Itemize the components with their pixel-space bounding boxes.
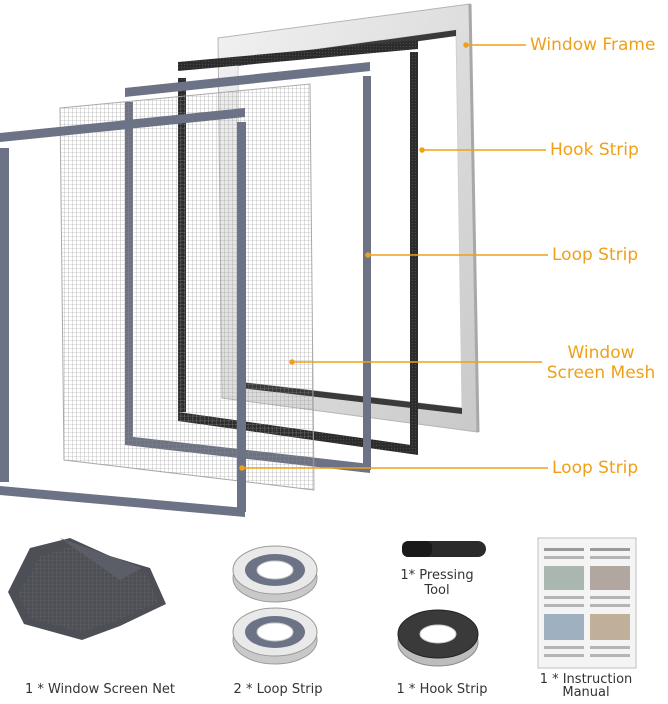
pressing-tool-caption-line1: 1* Pressing	[400, 568, 474, 583]
loop-strip-upper-label: Loop Strip	[552, 245, 639, 265]
screen-mesh-label: Window Screen Mesh	[546, 343, 656, 383]
loop-strip-caption: 2 * Loop Strip	[233, 682, 323, 697]
manual-caption-line1: 1 * Instruction	[539, 672, 633, 687]
screen-mesh-label-line2: Screen Mesh	[546, 363, 656, 383]
hook-strip-caption: 1 * Hook Strip	[396, 682, 488, 697]
pressing-tool-product	[402, 541, 486, 557]
loop-strip-frame-lower	[0, 108, 246, 517]
manual-caption-line2: Manual	[562, 685, 610, 700]
pressing-tool-caption-line2: Tool	[424, 583, 450, 598]
hook-strip-roll	[397, 609, 479, 667]
hook-strip-label: Hook Strip	[550, 140, 639, 160]
loop-strip-lower-label: Loop Strip	[552, 458, 639, 478]
screen-net-product	[8, 538, 166, 640]
pressing-tool-caption: 1* Pressing Tool	[392, 568, 482, 598]
instruction-manual	[537, 537, 637, 669]
screen-mesh-label-line1: Window	[567, 343, 635, 363]
callout-lines	[239, 42, 548, 471]
screen-mesh	[59, 83, 315, 491]
loop-strip-rolls	[232, 545, 318, 665]
window-frame-label: Window Frame	[530, 35, 656, 55]
manual-caption: 1 * Instruction Manual	[530, 673, 642, 699]
screen-net-caption: 1 * Window Screen Net	[24, 682, 176, 697]
